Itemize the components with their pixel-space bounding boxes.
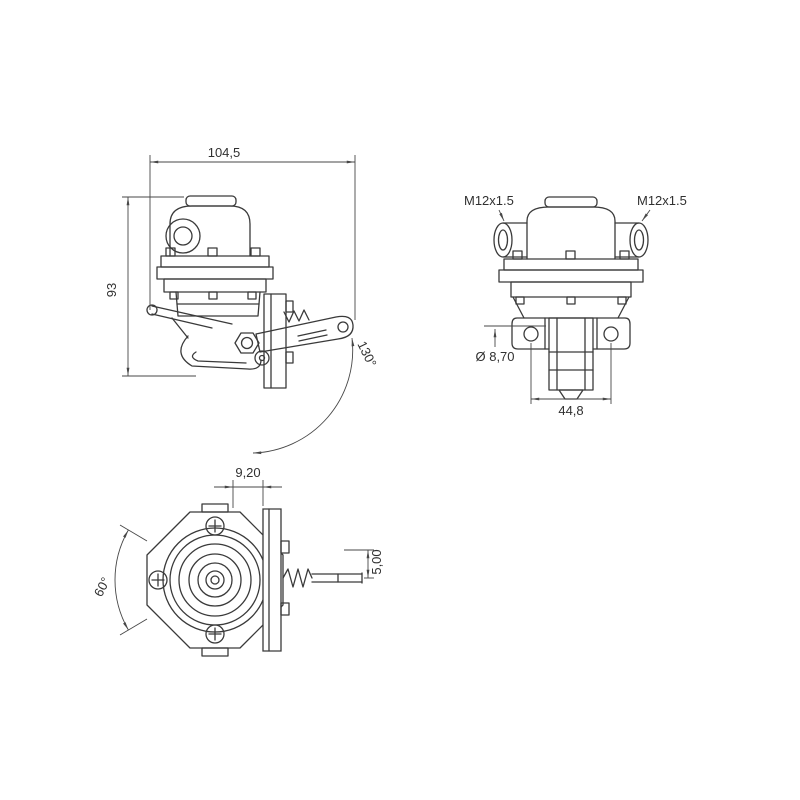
mounting-ears [511,317,631,350]
dim-label-lever-angle: 130° [354,339,379,370]
dim-label-mount-width: 44,8 [558,403,583,418]
bolt-head [515,296,525,305]
mounting-plate-side [263,293,294,389]
pump-top-cap-front [526,196,616,260]
dim-label-plate-offset: 9,20 [235,465,260,480]
leader-line-thread-left [498,209,505,222]
phillips-screw-bottom [205,624,225,644]
bolt-head [169,291,179,300]
left-threaded-port [493,222,528,258]
bolt-head [208,291,218,300]
bolt-head [250,247,261,257]
bottom-view [146,503,363,657]
dim-label-rod: 5,00 [369,549,384,574]
dim-label-overall-width: 104,5 [208,145,241,160]
bolt-head [247,291,257,300]
dim-label-hole-diameter: Ø 8,70 [475,349,514,364]
lever-spring [283,309,310,323]
priming-lever [234,315,354,354]
thread-label-right: M12x1.5 [637,193,687,208]
flange-outline [146,511,284,649]
bolt-head [207,247,218,257]
thread-label-left: M12x1.5 [464,193,514,208]
right-threaded-port [614,222,649,258]
bolt-head [617,296,627,305]
bolt-head [512,250,523,260]
lever-tip-hole [337,321,349,333]
dim-label-overall-height: 93 [104,283,119,297]
pump-top-cap [165,195,251,257]
leader-line-thread-right [641,209,651,222]
lever-rod-bottom [282,568,363,588]
dim-arc-lever-angle [252,337,355,455]
mount-hole-right [603,326,619,342]
angle-leg [119,618,148,636]
phillips-screw-left [148,570,168,590]
pivot-nut [234,332,260,354]
dimension-labels: 104,5 93 130° M12x1.5 M12x1.5 Ø 8,70 44,… [91,145,687,599]
mount-hole-left [523,326,539,342]
bolt-head [619,250,630,260]
bolt-head [165,247,176,257]
mounting-plate-bottom [262,508,290,652]
phillips-screw-top [205,516,225,536]
dim-label-sweep-angle: 60° [91,575,113,599]
front-view [493,196,649,400]
actuating-fork [146,304,270,370]
bolt-head [565,250,576,260]
lever-spring-bottom [282,568,313,588]
side-view [146,195,354,389]
lower-stem [548,317,594,400]
dim-arc-sweep-angle [114,529,129,631]
bolt-head [566,296,576,305]
dimension-lines [114,155,651,636]
pump-body-flanges [156,247,274,317]
inlet-port-side [165,218,201,254]
angle-leg [119,524,148,542]
body-flanges-front [498,250,644,319]
